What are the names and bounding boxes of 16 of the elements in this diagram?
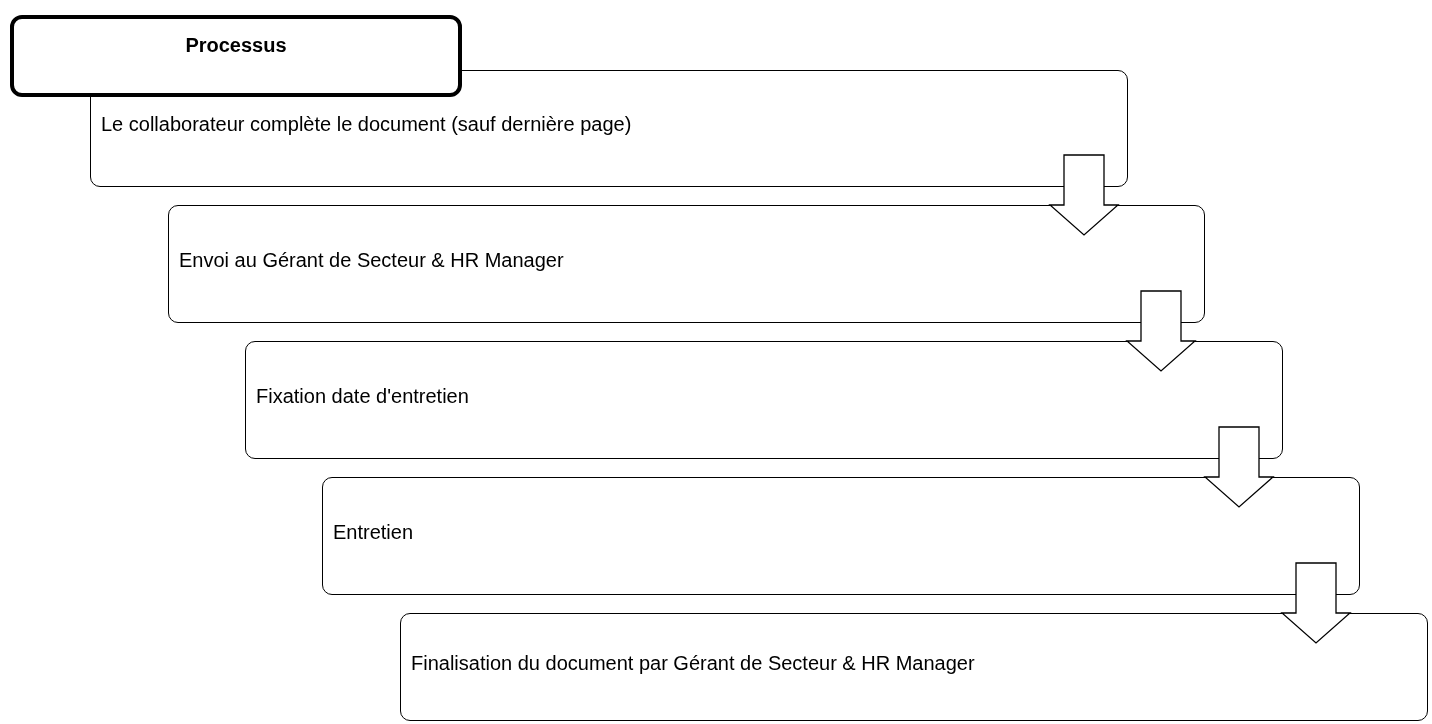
block-arrow [1125,290,1197,372]
heading-box [10,15,462,97]
process-box [400,613,1428,721]
heading-text: Processus [185,33,287,57]
step-text: Envoi au Gérant de Secteur & HR Manager [179,248,564,272]
process-box [168,205,1205,323]
process-box [245,341,1283,459]
process-box [322,477,1360,595]
block-arrow [1280,562,1352,644]
block-arrow [1203,426,1275,508]
step-text: Finalisation du document par Gérant de Secteur & HR Manager [411,651,975,675]
block-arrow [1048,154,1120,236]
process-box [90,70,1128,187]
step-text: Le collaborateur complète le document (sauf dernière page) [101,113,632,136]
step-text: Entretien [333,520,414,544]
step-text: Fixation date d'entretien [256,384,469,408]
